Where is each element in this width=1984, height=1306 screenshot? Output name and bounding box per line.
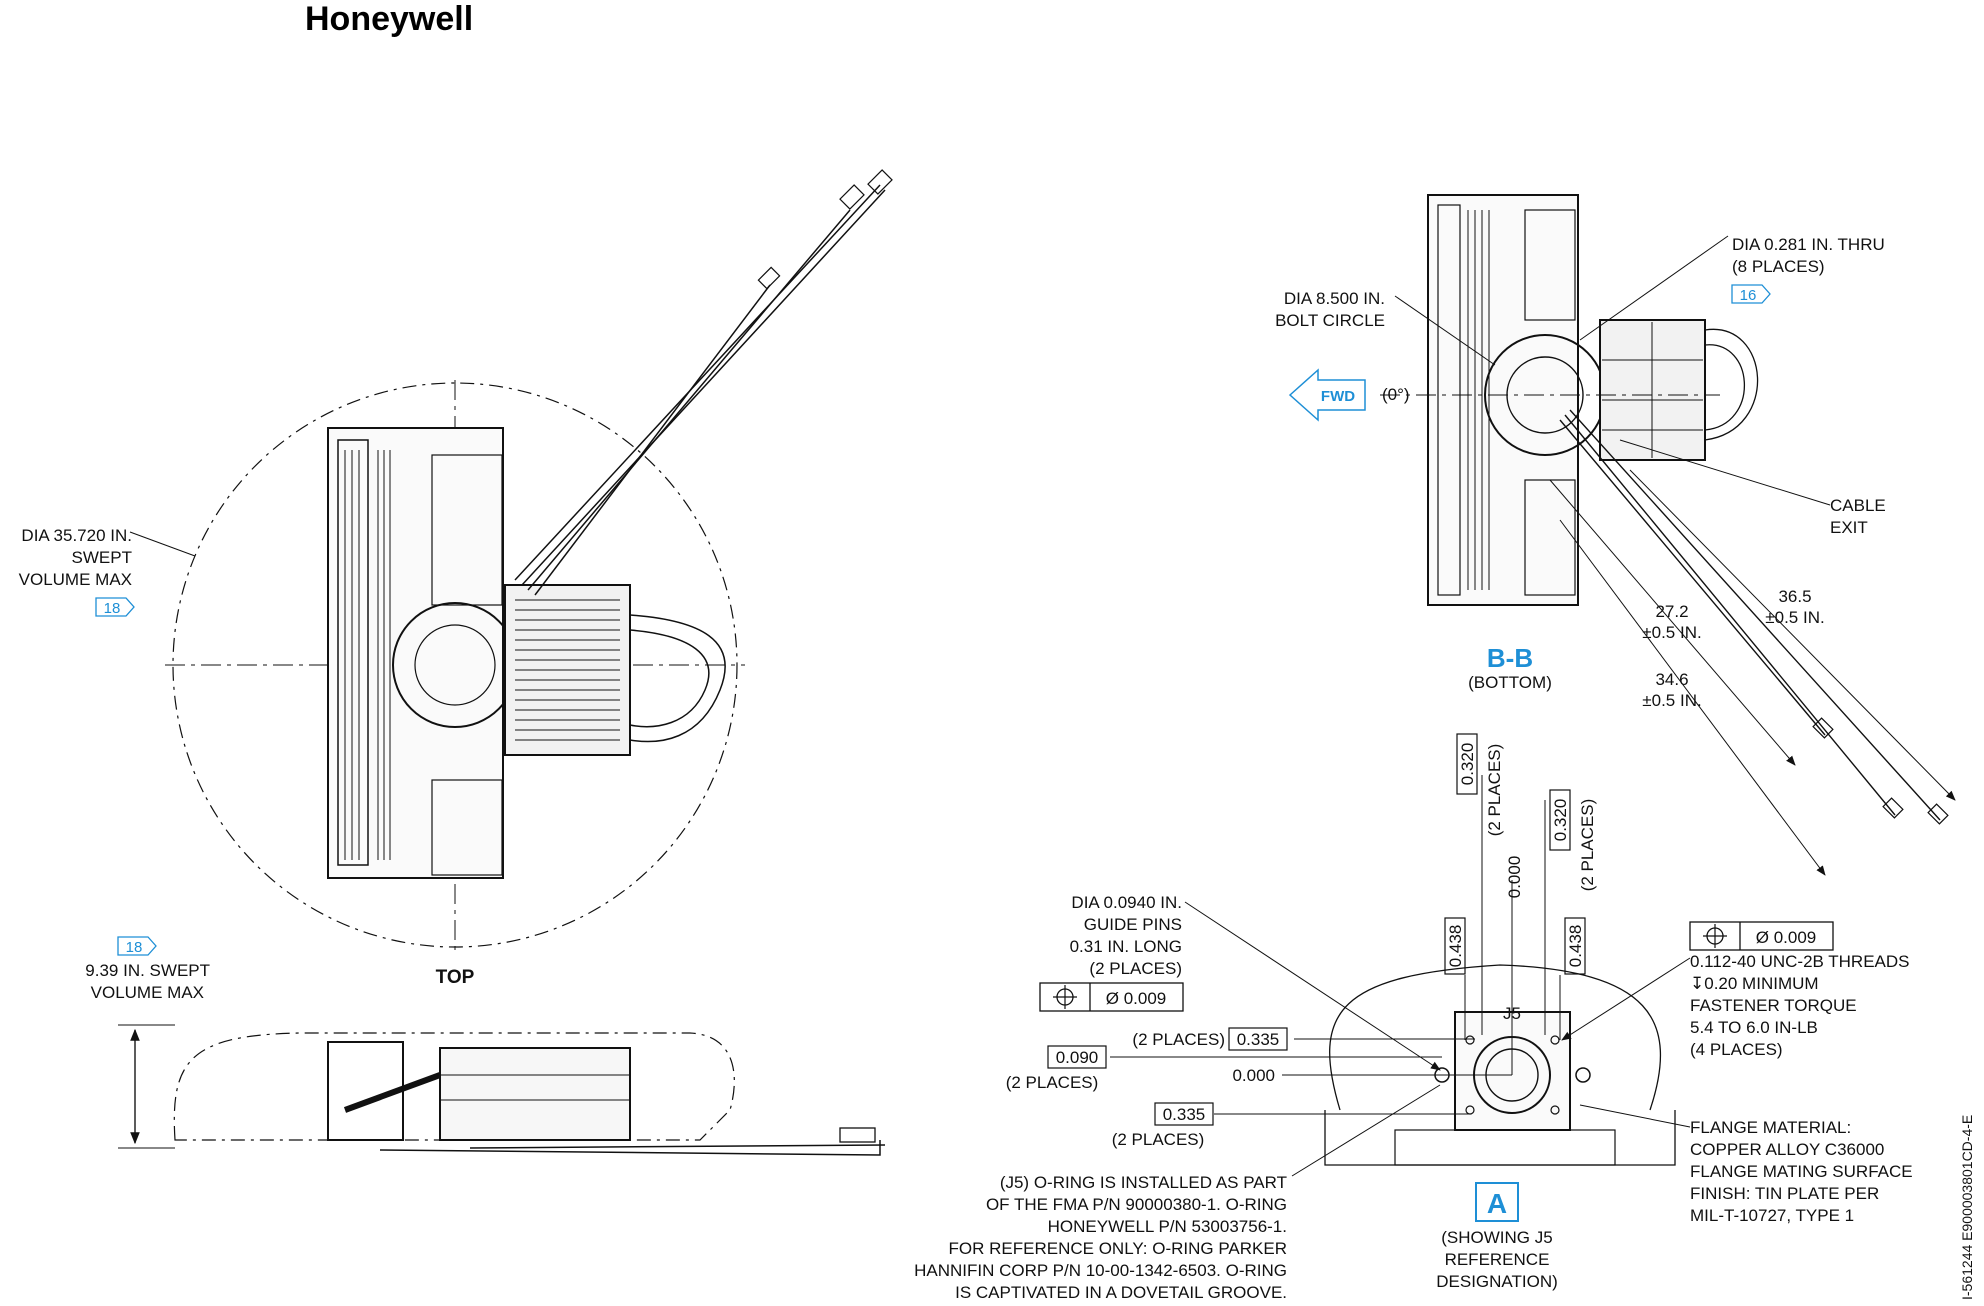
honeywell-logo: Honeywell [305,0,473,38]
svg-text:↧0.20 MINIMUM: ↧0.20 MINIMUM [1690,974,1819,993]
svg-text:COPPER ALLOY C36000: COPPER ALLOY C36000 [1690,1140,1884,1159]
svg-text:27.2: 27.2 [1655,602,1688,621]
svg-text:0.000: 0.000 [1505,856,1524,899]
svg-text:18: 18 [126,939,143,956]
svg-text:0.438: 0.438 [1566,925,1585,968]
zero-angle-label: (0°) [1382,385,1410,404]
dim-000-h: 0.000 [1232,1066,1275,1085]
svg-text:DESIGNATION): DESIGNATION) [1436,1272,1558,1291]
dim-36-5: 36.5 ±0.5 IN. [1765,587,1824,627]
view-a-label: A (SHOWING J5 REFERENCE DESIGNATION) [1436,1182,1558,1291]
svg-text:0.320: 0.320 [1551,799,1570,842]
svg-text:±0.5 IN.: ±0.5 IN. [1642,691,1701,710]
svg-text:(2 PLACES): (2 PLACES) [1006,1073,1099,1092]
svg-text:±0.5 IN.: ±0.5 IN. [1642,623,1701,642]
top-cables [514,184,886,743]
svg-text:18: 18 [104,600,121,617]
svg-text:(8 PLACES): (8 PLACES) [1732,257,1825,276]
svg-text:FASTENER TORQUE: FASTENER TORQUE [1690,996,1857,1015]
ref-tag-top: 18 [95,597,135,617]
svg-text:(2 PLACES): (2 PLACES) [1132,1030,1225,1049]
svg-text:(2 PLACES): (2 PLACES) [1578,799,1597,892]
svg-text:0.090: 0.090 [1056,1048,1099,1067]
top-swept-note: DIA 35.720 IN. SWEPT VOLUME MAX [19,526,132,589]
fwd-arrow: FWD [1288,368,1366,422]
svg-text:(2 PLACES): (2 PLACES) [1485,744,1504,837]
svg-text:34.6: 34.6 [1655,670,1688,689]
unit-body [327,427,504,879]
svg-text:MIL-T-10727, TYPE 1: MIL-T-10727, TYPE 1 [1690,1206,1854,1225]
dim-27-2: 27.2 ±0.5 IN. [1642,602,1701,642]
svg-text:REFERENCE: REFERENCE [1445,1250,1550,1269]
section-title: B-B [1487,643,1533,673]
svg-text:DIA 0.281 IN. THRU: DIA 0.281 IN. THRU [1732,235,1885,254]
svg-text:0.320: 0.320 [1458,743,1477,786]
bottom-view [1380,194,1956,876]
svg-text:(4 PLACES): (4 PLACES) [1690,1040,1783,1059]
svg-text:36.5: 36.5 [1778,587,1811,606]
svg-text:Ø 0.009: Ø 0.009 [1106,989,1167,1008]
svg-text:9.39 IN. SWEPT: 9.39 IN. SWEPT [85,961,210,980]
svg-text:FLANGE MATING SURFACE: FLANGE MATING SURFACE [1690,1162,1913,1181]
svg-text:A: A [1487,1188,1507,1219]
svg-text:0.335: 0.335 [1163,1105,1206,1124]
view-label-top: TOP [436,967,475,988]
svg-text:0.31 IN. LONG: 0.31 IN. LONG [1070,937,1182,956]
top-view [129,169,893,955]
flange-vertical-dims: 0.320 (2 PLACES) 0.320 (2 PLACES) 0.000 … [1444,733,1597,975]
svg-text:HANNIFIN CORP P/N 10-00-1342-6: HANNIFIN CORP P/N 10-00-1342-6503. O-RIN… [914,1261,1287,1280]
svg-text:16: 16 [1740,287,1757,304]
svg-text:DIA 8.500 IN.: DIA 8.500 IN. [1284,289,1385,308]
side-swept-note: 9.39 IN. SWEPT VOLUME MAX [85,961,210,1002]
svg-text:GUIDE PINS: GUIDE PINS [1084,915,1182,934]
svg-text:DIA 35.720 IN.: DIA 35.720 IN. [21,526,132,545]
flange-view [1110,775,1691,1177]
svg-text:VOLUME MAX: VOLUME MAX [19,570,132,589]
svg-text:Ø 0.009: Ø 0.009 [1756,928,1817,947]
j5-label: J5 [1503,1004,1521,1023]
svg-text:0.112-40 UNC-2B THREADS: 0.112-40 UNC-2B THREADS [1690,952,1910,971]
guide-pins-note: DIA 0.0940 IN. GUIDE PINS 0.31 IN. LONG … [1070,893,1182,978]
svg-text:FLANGE MATERIAL:: FLANGE MATERIAL: [1690,1118,1851,1137]
dim-335-b: 0.335 (2 PLACES) [1112,1102,1214,1149]
svg-text:5.4 TO 6.0 IN-LB: 5.4 TO 6.0 IN-LB [1690,1018,1818,1037]
svg-text:VOLUME MAX: VOLUME MAX [91,983,204,1002]
svg-text:FOR REFERENCE ONLY: O-RING PAR: FOR REFERENCE ONLY: O-RING PARKER [949,1239,1287,1258]
ref-tag-side: 18 [117,936,157,956]
section-subtitle: (BOTTOM) [1468,673,1552,692]
dim-090: 0.090 (2 PLACES) [1006,1045,1107,1092]
svg-text:IS CAPTIVATED IN A DOVETAIL GR: IS CAPTIVATED IN A DOVETAIL GROOVE. [955,1283,1287,1302]
svg-text:(2 PLACES): (2 PLACES) [1112,1130,1205,1149]
dim-34-6: 34.6 ±0.5 IN. [1642,670,1701,710]
svg-text:CABLE: CABLE [1830,496,1886,515]
fcf-left: Ø 0.009 [1039,982,1184,1012]
svg-text:EXIT: EXIT [1830,518,1868,537]
svg-text:±0.5 IN.: ±0.5 IN. [1765,608,1824,627]
svg-text:DIA 0.0940 IN.: DIA 0.0940 IN. [1071,893,1182,912]
side-view [118,1024,886,1156]
bottom-thru-note: DIA 0.281 IN. THRU (8 PLACES) [1732,235,1885,276]
oring-note: (J5) O-RING IS INSTALLED AS PART OF THE … [914,1173,1287,1302]
drawing-number: I-561244 E900003801CD-4-E [1959,1115,1975,1300]
flange-material-note: FLANGE MATERIAL: COPPER ALLOY C36000 FLA… [1690,1118,1913,1225]
dim-335-a: (2 PLACES) 0.335 [1132,1027,1288,1051]
fcf-right: Ø 0.009 [1689,921,1834,951]
svg-text:FWD: FWD [1321,388,1355,405]
svg-text:(SHOWING J5: (SHOWING J5 [1441,1228,1552,1247]
svg-text:0.438: 0.438 [1446,925,1465,968]
svg-text:0.335: 0.335 [1237,1030,1280,1049]
svg-text:BOLT CIRCLE: BOLT CIRCLE [1275,311,1385,330]
bottom-bolt-circle-note: DIA 8.500 IN. BOLT CIRCLE [1275,289,1385,330]
svg-text:OF THE FMA P/N 90000380-1. O-R: OF THE FMA P/N 90000380-1. O-RING [986,1195,1287,1214]
cable-exit-note: CABLE EXIT [1830,496,1886,537]
svg-text:HONEYWELL P/N 53003756-1.: HONEYWELL P/N 53003756-1. [1048,1217,1287,1236]
svg-text:(2 PLACES): (2 PLACES) [1089,959,1182,978]
svg-text:SWEPT: SWEPT [72,548,132,567]
svg-text:(J5) O-RING IS INSTALLED AS PA: (J5) O-RING IS INSTALLED AS PART [1000,1173,1287,1192]
svg-text:FINISH: TIN PLATE PER: FINISH: TIN PLATE PER [1690,1184,1879,1203]
ref-tag-bottom: 16 [1731,284,1771,304]
threads-note: 0.112-40 UNC-2B THREADS ↧0.20 MINIMUM FA… [1690,952,1910,1059]
